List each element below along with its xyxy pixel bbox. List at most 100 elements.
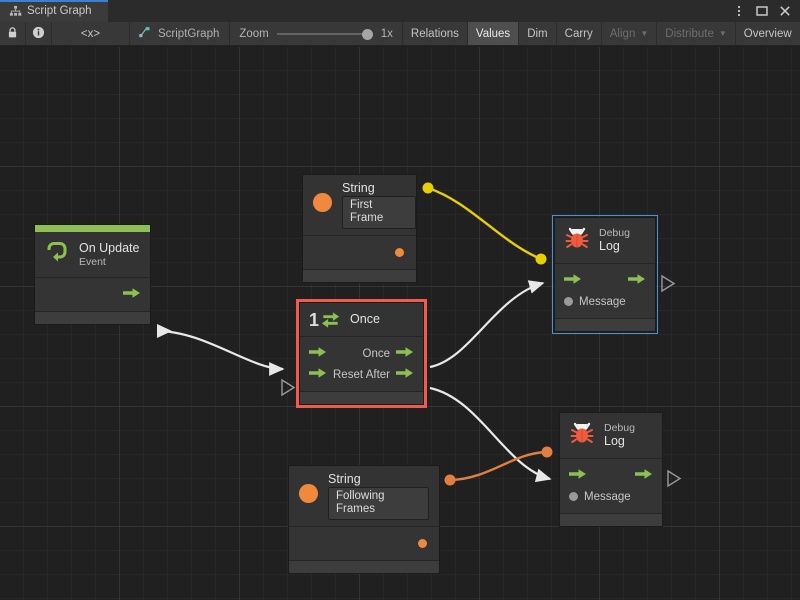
value-port-dot [564,297,573,306]
port-marker-debug-top-exit-unconnected [661,274,676,293]
bug-icon [569,420,595,451]
node-title-group: Debug Log [599,227,630,254]
node-footer [303,268,416,282]
toolbar-button-dim[interactable]: Dim [519,22,557,45]
lock-toggle-button[interactable] [0,22,26,45]
edge-first-frame-to-debug-top-message[interactable] [422,182,547,265]
code-view-button[interactable]: <x> [52,22,130,45]
toolbar-button-values-label: Values [475,27,511,40]
script-graph-icon [138,26,151,42]
port-row-flow [560,465,662,486]
zoom-level-value: 1x [380,27,393,40]
lock-icon [6,26,19,42]
node-header: String Following Frames [289,466,439,527]
value-port-dot [395,247,404,257]
node-header: String First Frame [303,175,416,236]
string-value-input[interactable]: Following Frames [328,486,429,520]
toolbar-button-values[interactable]: Values [467,22,520,45]
port-in-message[interactable]: Message [569,491,631,503]
port-out-value[interactable] [289,533,439,554]
node-title-group: String First Frame [342,181,416,229]
node-body: Message [560,459,662,513]
node-title-group: On Update Event [79,241,139,268]
node-header: Debug Log [555,218,655,264]
node-once[interactable]: 1 Once Once [296,299,427,408]
graph-asset-label: ScriptGraph [130,22,231,45]
flow-arrow-icon [123,286,141,304]
graph-canvas[interactable]: On Update Event String [0,47,800,600]
flow-arrow-icon [396,366,414,384]
string-value-icon [312,192,333,218]
toolbar-button-carry[interactable]: Carry [557,22,602,45]
toolbar-button-overview-label: Overview [743,27,792,40]
flow-arrow-icon [569,467,587,485]
port-in-message[interactable]: Message [564,296,626,308]
node-body: Once Reset [300,337,423,391]
node-title: Log [604,434,625,449]
port-row-reset-after: Reset After [300,364,423,385]
flow-arrow-icon [628,272,646,290]
port-marker-once-reset-unconnected [281,378,296,397]
flow-arrow-icon [396,345,414,363]
port-row-message: Message [560,486,662,507]
node-debug-log-top[interactable]: Debug Log [552,215,658,334]
zoom-slider-handle[interactable] [361,28,373,40]
node-footer [35,311,150,324]
port-out-value[interactable] [303,242,416,263]
node-debug-log-bottom[interactable]: Debug Log [559,412,663,527]
node-string-first-frame[interactable]: String First Frame [302,174,417,283]
toolbar-button-align-label: Align [609,27,636,40]
port-in-enter[interactable] [309,345,327,363]
graph-asset-name: ScriptGraph [158,27,220,40]
port-out-flow[interactable] [628,272,646,290]
port-in-reset-label: Reset [333,368,364,381]
node-subtitle: Debug [604,421,635,434]
port-in-flow[interactable] [564,272,582,290]
port-in-message-label: Message [579,295,626,308]
toolbar-button-align[interactable]: Align ▼ [602,22,658,45]
zoom-slider[interactable] [276,28,373,40]
node-footer [300,391,423,404]
string-value-icon [298,483,319,509]
node-accent-bar [35,225,150,232]
toolbar-button-distribute[interactable]: Distribute ▼ [657,22,736,45]
port-out-flow[interactable] [635,467,653,485]
close-icon[interactable] [778,4,792,18]
port-out-flow-trigger[interactable] [35,284,150,305]
node-header: Debug Log [560,413,662,459]
node-subtitle: Debug [599,226,630,239]
maximize-icon[interactable] [755,4,769,18]
edge-once-to-debug-top[interactable] [429,280,545,369]
toolbar-button-relations[interactable]: Relations [403,22,468,45]
port-row-message: Message [555,291,655,312]
edge-once-after-to-debug-bottom[interactable] [429,386,552,483]
chevron-down-icon: ▼ [718,28,727,38]
kebab-menu-icon[interactable] [732,4,746,18]
node-title: Log [599,239,620,254]
node-on-update[interactable]: On Update Event [34,224,151,325]
flow-arrow-icon [564,272,582,290]
graph-edge-layer [156,182,682,488]
port-out-after[interactable]: After [366,366,414,384]
node-body [303,235,416,269]
tab-script-graph[interactable]: Script Graph [0,0,108,22]
node-header: 1 Once [300,303,423,337]
toolbar-button-relations-label: Relations [410,27,459,40]
port-row-once: Once [300,343,423,364]
toolbar-button-overview[interactable]: Overview [736,22,800,45]
node-title: On Update [79,240,140,255]
edge-following-frames-to-debug-bottom-message[interactable] [444,446,553,486]
port-in-reset[interactable]: Reset [309,366,363,384]
info-button[interactable] [26,22,52,45]
port-out-once[interactable]: Once [363,345,415,363]
node-string-following-frames[interactable]: String Following Frames [288,465,440,574]
node-title: String [342,181,375,195]
string-value-input[interactable]: First Frame [342,195,416,229]
node-footer [289,559,439,573]
port-marker-debug-bottom-exit-unconnected [667,469,682,488]
toolbar-button-dim-label: Dim [527,27,548,40]
zoom-control-group: Zoom 1x [230,22,403,45]
port-in-flow[interactable] [569,467,587,485]
bug-icon [564,225,590,256]
edge-on-update-to-once[interactable] [156,324,285,376]
